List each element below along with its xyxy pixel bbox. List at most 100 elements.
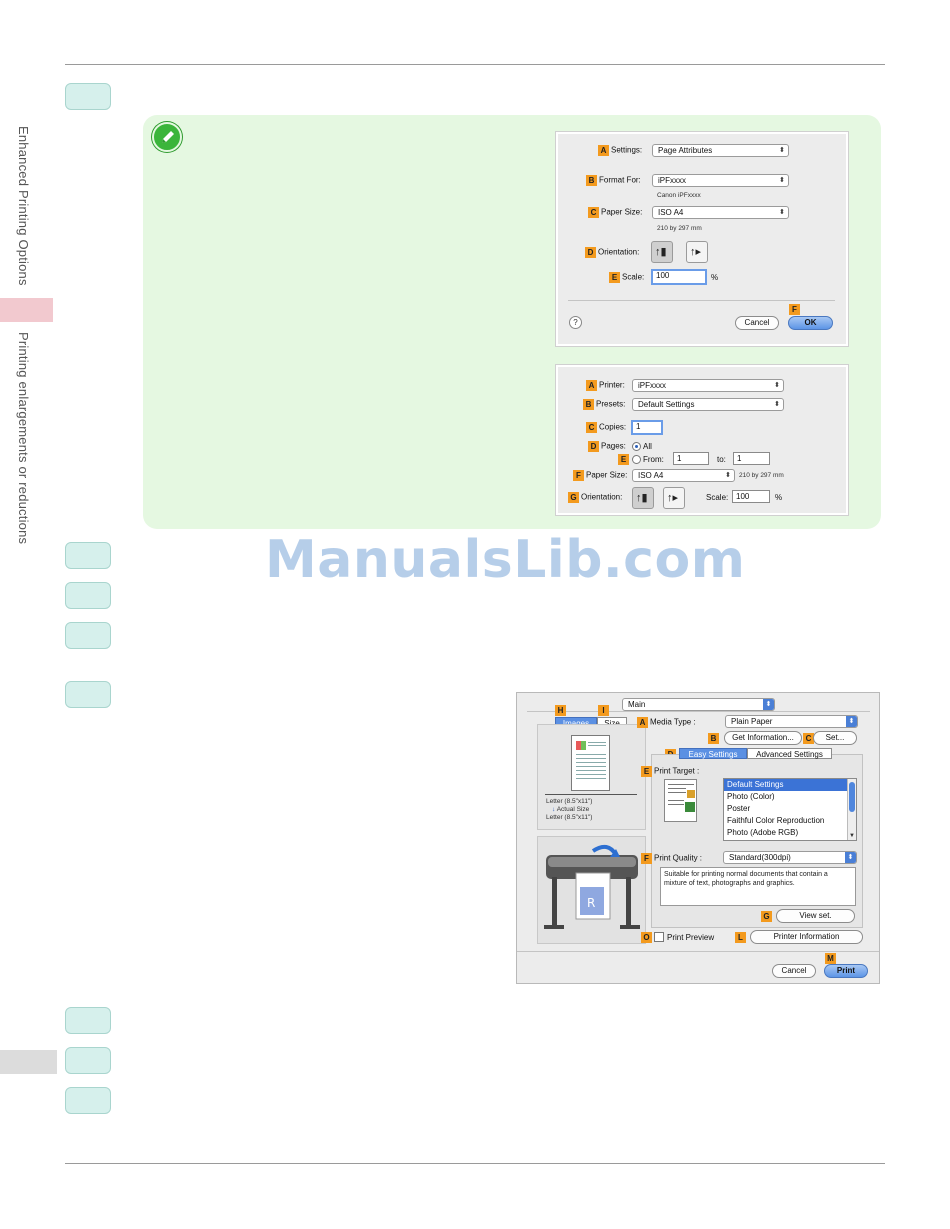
printer-illustration: R xyxy=(537,836,646,944)
list-scrollbar[interactable]: ▼ xyxy=(847,779,856,840)
footer-rule xyxy=(65,1163,885,1164)
landscape-icon: ↑▸ xyxy=(667,492,679,504)
size-target: Letter (8.5"x11") xyxy=(546,814,593,821)
print-target-item[interactable]: Faithful Color Reproduction xyxy=(727,816,825,825)
popup-arrows-icon: ⬍ xyxy=(845,852,856,863)
cancel-button[interactable]: Cancel xyxy=(772,964,816,978)
presets-popup[interactable]: Default Settings⬍ xyxy=(632,398,784,411)
scale-label: Scale: xyxy=(706,493,729,502)
popup-arrows-icon: ⬍ xyxy=(779,147,785,154)
portrait-orientation-button[interactable]: ↑▮ xyxy=(651,241,673,263)
sidebar-active-tab xyxy=(0,298,53,322)
portrait-icon: ↑▮ xyxy=(636,492,648,504)
printer-information-button[interactable]: Printer Information xyxy=(750,930,863,944)
quality-description: Suitable for printing normal documents t… xyxy=(660,867,856,906)
media-type-popup[interactable]: Plain Paper⬍ xyxy=(725,715,858,728)
dialog-separator xyxy=(517,951,879,952)
pencil-note-icon xyxy=(152,122,182,152)
pages-from-label: From: xyxy=(643,455,664,464)
scroll-down-icon: ▼ xyxy=(849,833,855,839)
pages-to-input[interactable]: 1 xyxy=(733,452,770,465)
popup-arrows-icon: ⬍ xyxy=(779,209,785,216)
print-target-thumbnail xyxy=(664,779,697,822)
badge-f: F xyxy=(789,304,800,315)
print-preview-label: Print Preview xyxy=(667,933,715,942)
page-preview-thumbnail xyxy=(571,735,610,791)
badge-h: H xyxy=(555,705,566,716)
ok-button[interactable]: OK xyxy=(788,316,833,330)
print-target-item[interactable]: Photo (Color) xyxy=(727,792,775,801)
pages-from-radio[interactable] xyxy=(632,455,641,464)
badge-i: I xyxy=(598,705,609,716)
help-button[interactable]: ? xyxy=(569,316,582,329)
preview-divider xyxy=(545,794,637,795)
get-information-button[interactable]: Get Information... xyxy=(724,731,802,745)
panel-popup[interactable]: Main⬍ xyxy=(622,698,775,711)
portrait-icon: ↑▮ xyxy=(655,246,667,258)
step-marker xyxy=(65,83,111,110)
svg-text:R: R xyxy=(587,896,595,910)
paper-size-popup[interactable]: ISO A4⬍ xyxy=(652,206,789,219)
print-target-item[interactable]: Photo (Adobe RGB) xyxy=(727,828,799,837)
popup-arrows-icon: ⬍ xyxy=(846,716,857,727)
pages-all-label: All xyxy=(643,442,652,451)
copies-input[interactable]: 1 xyxy=(631,420,663,435)
landscape-orientation-button[interactable]: ↑▸ xyxy=(686,241,708,263)
size-source: Letter (8.5"x11") xyxy=(546,798,593,805)
paper-size-subtext: 210 by 297 mm xyxy=(657,225,702,232)
printer-popup[interactable]: iPFxxxx⬍ xyxy=(632,379,784,392)
popup-arrows-icon: ⬍ xyxy=(763,699,774,710)
paper-size-popup[interactable]: ISO A4⬍ xyxy=(632,469,735,482)
step-marker xyxy=(65,1087,111,1114)
badge-b: B xyxy=(708,733,719,744)
sidebar-section-title: Enhanced Printing Options xyxy=(16,126,31,286)
scale-input[interactable]: 100 xyxy=(732,490,770,503)
pages-all-radio[interactable] xyxy=(632,442,641,451)
cancel-button[interactable]: Cancel xyxy=(735,316,779,330)
dialog-separator xyxy=(568,300,835,301)
view-set-button[interactable]: View set. xyxy=(776,909,855,923)
pages-from-input[interactable]: 1 xyxy=(673,452,709,465)
badge-e: E xyxy=(618,454,629,465)
print-target-item[interactable]: Poster xyxy=(727,804,751,813)
popup-arrows-icon: ⬍ xyxy=(725,472,731,479)
popup-arrows-icon: ⬍ xyxy=(774,382,780,389)
arrow-down-icon: ↓ xyxy=(552,806,557,813)
badge-g: G xyxy=(761,911,772,922)
percent-sign: % xyxy=(711,273,719,282)
step-marker xyxy=(65,681,111,708)
portrait-orientation-button[interactable]: ↑▮ xyxy=(632,487,654,509)
print-button[interactable]: Print xyxy=(824,964,868,978)
sidebar-subsection-title: Printing enlargements or reductions xyxy=(16,332,31,545)
print-target-item[interactable]: Default Settings xyxy=(724,779,856,791)
scale-input[interactable]: 100 xyxy=(651,269,707,285)
popup-arrows-icon: ⬍ xyxy=(774,401,780,408)
print-preview-checkbox[interactable] xyxy=(654,932,664,942)
print-quality-popup[interactable]: Standard(300dpi)⬍ xyxy=(723,851,857,864)
pages-to-label: to: xyxy=(717,455,726,464)
tab-easy-settings[interactable]: Easy Settings xyxy=(679,748,747,759)
watermark: ManualsLib.com xyxy=(265,530,746,590)
format-for-popup[interactable]: iPFxxxx⬍ xyxy=(652,174,789,187)
tab-advanced-settings[interactable]: Advanced Settings xyxy=(747,748,832,759)
step-marker xyxy=(65,582,111,609)
step-marker xyxy=(65,1047,111,1074)
landscape-orientation-button[interactable]: ↑▸ xyxy=(663,487,685,509)
step-marker xyxy=(65,622,111,649)
step-marker xyxy=(65,542,111,569)
set-button[interactable]: Set... xyxy=(813,731,857,745)
badge-m: M xyxy=(825,953,836,964)
print-target-list[interactable]: Default Settings Photo (Color) Poster Fa… xyxy=(723,778,857,841)
panel-separator xyxy=(527,711,870,712)
settings-popup[interactable]: Page Attributes⬍ xyxy=(652,144,789,157)
size-scale: ↓ Actual Size xyxy=(552,806,590,813)
